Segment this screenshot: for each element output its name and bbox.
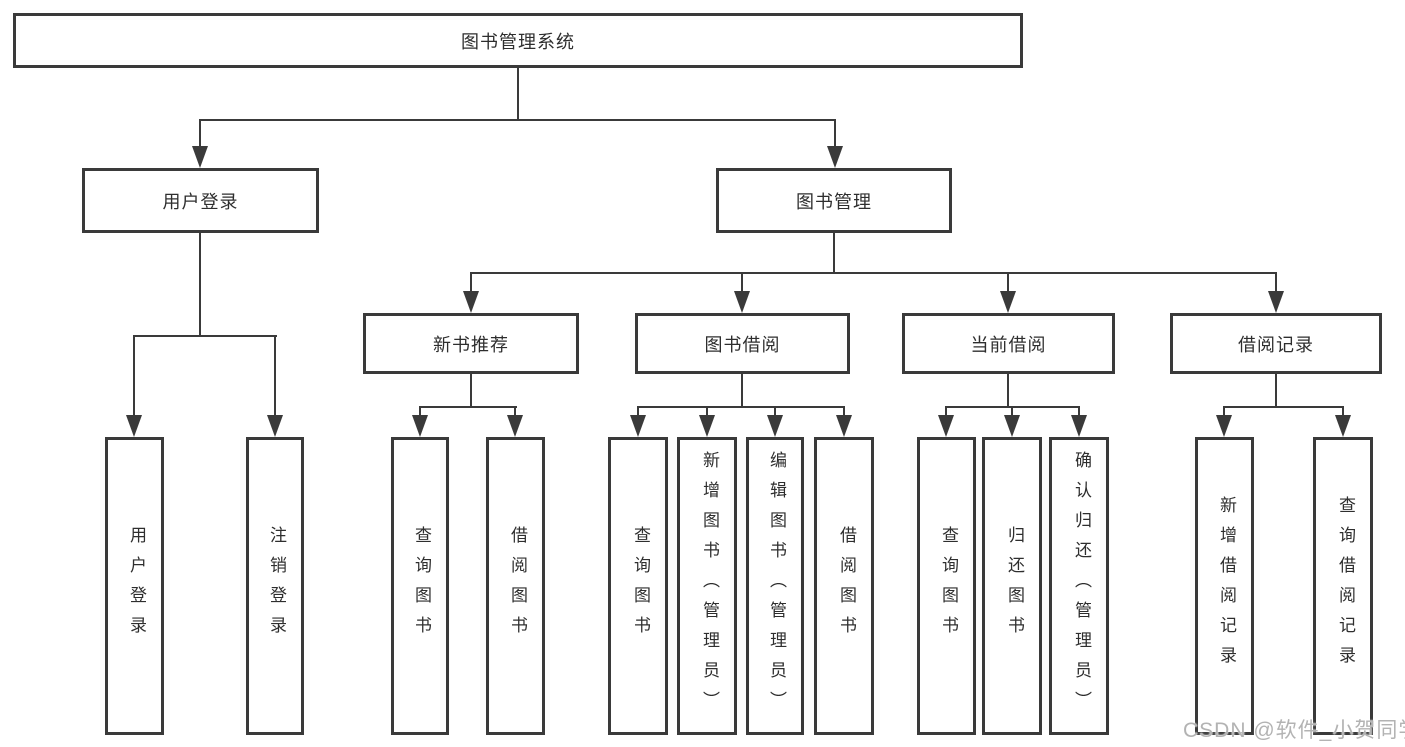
arrowhead-to-leaf xyxy=(1004,415,1020,437)
connector-book-mgmt-stem xyxy=(833,233,835,274)
connector-leaf-drop xyxy=(945,406,947,416)
connector-leaf-drop xyxy=(1011,406,1013,416)
connector-leaf-drop xyxy=(419,406,421,416)
arrowhead-to-leaf xyxy=(836,415,852,437)
connector-user-login-hline xyxy=(133,335,277,337)
arrowhead-to-records xyxy=(1268,291,1284,313)
connector-records-hline xyxy=(1223,406,1344,408)
arrowhead-to-current xyxy=(1000,291,1016,313)
connector-borrow-hline xyxy=(637,406,845,408)
leaf-query-borrow-record: 查询借阅记录 xyxy=(1313,437,1373,735)
connector-leaf-drop xyxy=(637,406,639,416)
leaf-borrow-books-recommend: 借阅图书 xyxy=(486,437,545,735)
connector-root-stem xyxy=(517,68,519,120)
leaf-query-books-borrow: 查询图书 xyxy=(608,437,668,735)
connector-user-login-drop xyxy=(199,119,201,147)
leaf-logout: 注销登录 xyxy=(246,437,304,735)
arrowhead-to-user-login xyxy=(192,146,208,168)
connector-user-login-stem xyxy=(199,233,201,337)
arrowhead-to-borrow xyxy=(734,291,750,313)
arrowhead-to-newbook xyxy=(463,291,479,313)
connector-leaf-drop xyxy=(843,406,845,416)
node-book-management: 图书管理 xyxy=(716,168,952,233)
connector-borrow-drop xyxy=(741,272,743,292)
connector-leaf-drop xyxy=(1342,406,1344,416)
leaf-add-borrow-record: 新增借阅记录 xyxy=(1195,437,1254,735)
connector-leaf-drop xyxy=(774,406,776,416)
connector-book-mgmt-drop xyxy=(834,119,836,147)
arrowhead-to-leaf xyxy=(412,415,428,437)
arrowhead-to-book-mgmt xyxy=(827,146,843,168)
node-book-borrow: 图书借阅 xyxy=(635,313,850,374)
arrowhead-to-login xyxy=(126,415,142,437)
connector-newbook-drop xyxy=(470,272,472,292)
watermark-text: CSDN @软件_小贺同学 xyxy=(1183,719,1405,742)
arrowhead-to-leaf xyxy=(1216,415,1232,437)
connector-records-drop xyxy=(1275,272,1277,292)
connector-newbook-hline xyxy=(419,406,517,408)
connector-current-drop xyxy=(1007,272,1009,292)
node-user-login: 用户登录 xyxy=(82,168,319,233)
connector-level2-hline xyxy=(470,272,1277,274)
leaf-query-books-recommend: 查询图书 xyxy=(391,437,449,735)
arrowhead-to-leaf xyxy=(507,415,523,437)
arrowhead-to-leaf xyxy=(630,415,646,437)
connector-records-stem xyxy=(1275,374,1277,408)
node-current-borrow: 当前借阅 xyxy=(902,313,1115,374)
arrowhead-to-leaf xyxy=(1071,415,1087,437)
leaf-return-books: 归还图书 xyxy=(982,437,1042,735)
connector-leaf-drop xyxy=(706,406,708,416)
arrowhead-to-leaf xyxy=(938,415,954,437)
leaf-confirm-return-admin: 确认归还（管理员） xyxy=(1049,437,1109,735)
arrowhead-to-leaf xyxy=(699,415,715,437)
leaf-query-books-current: 查询图书 xyxy=(917,437,976,735)
arrowhead-to-leaf xyxy=(1335,415,1351,437)
arrowhead-to-logout xyxy=(267,415,283,437)
leaf-borrow-books: 借阅图书 xyxy=(814,437,874,735)
connector-level1-hline xyxy=(199,119,836,121)
connector-logout-drop xyxy=(274,335,276,415)
node-library-management-system: 图书管理系统 xyxy=(13,13,1023,68)
connector-leaf-drop xyxy=(1223,406,1225,416)
leaf-user-login: 用户登录 xyxy=(105,437,164,735)
node-new-book-recommend: 新书推荐 xyxy=(363,313,579,374)
connector-newbook-stem xyxy=(470,374,472,408)
leaf-edit-books-admin: 编辑图书（管理员） xyxy=(746,437,804,735)
node-borrow-records: 借阅记录 xyxy=(1170,313,1382,374)
leaf-add-books-admin: 新增图书（管理员） xyxy=(677,437,737,735)
connector-leaf-drop xyxy=(1078,406,1080,416)
connector-leaf-drop xyxy=(514,406,516,416)
arrowhead-to-leaf xyxy=(767,415,783,437)
connector-borrow-stem xyxy=(741,374,743,408)
connector-login-drop xyxy=(133,335,135,415)
connector-current-stem xyxy=(1007,374,1009,408)
